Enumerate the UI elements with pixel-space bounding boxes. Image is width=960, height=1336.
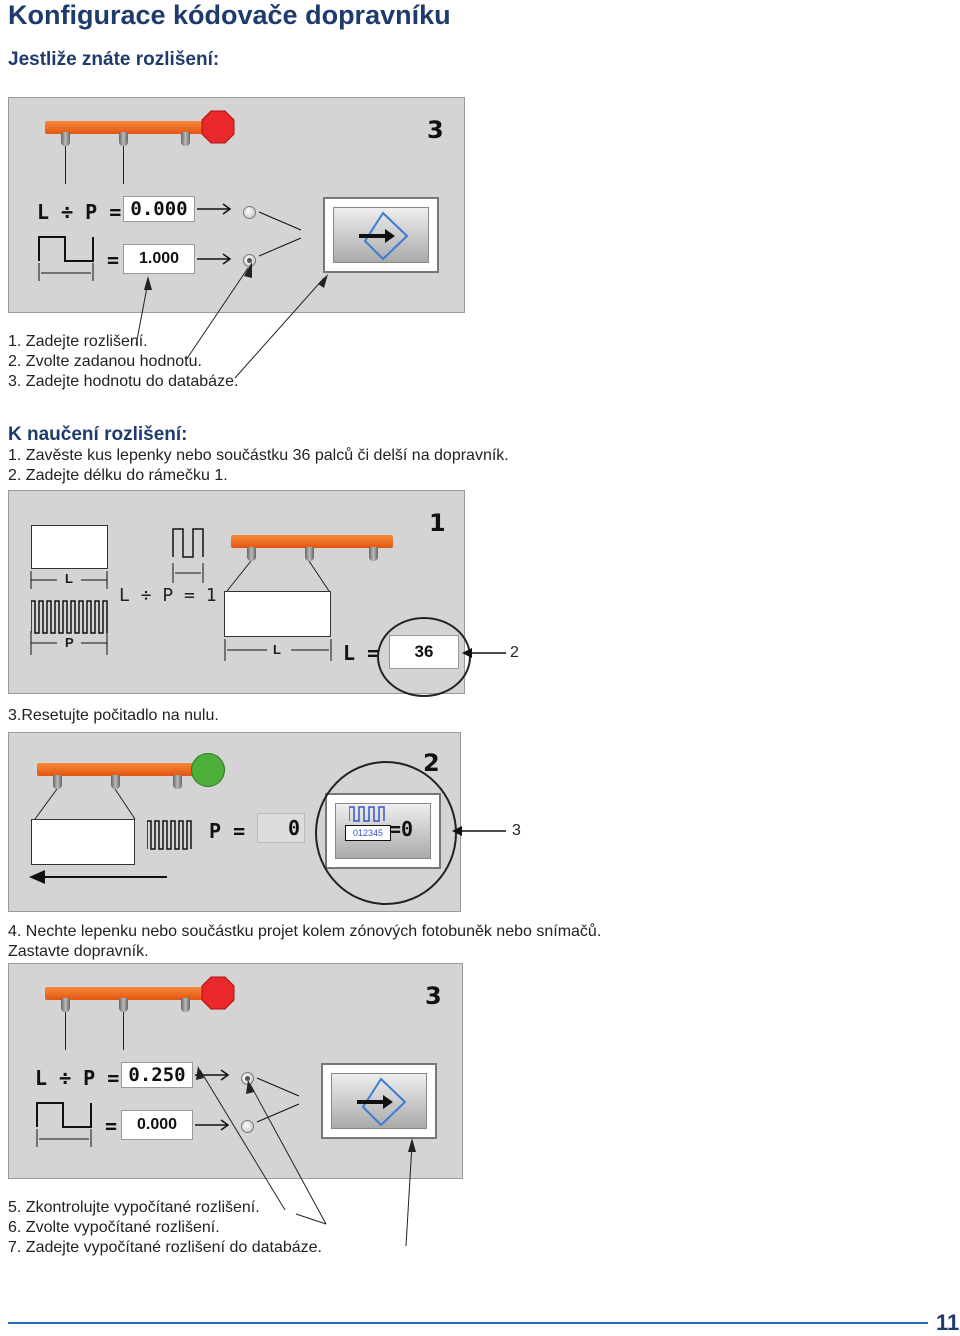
- resolution-input[interactable]: 0.000: [121, 1110, 193, 1140]
- step-pointer-lines: [135, 262, 328, 379]
- sensor-icon: [61, 998, 70, 1012]
- run-step: 4. Nechte lepenku nebo součástku projet …: [8, 923, 602, 940]
- resolution-input[interactable]: 1.000: [123, 244, 195, 274]
- radio-entered-value[interactable]: [241, 1120, 254, 1133]
- hanging-strings: [34, 789, 136, 819]
- arrow-right-icon: [197, 203, 232, 215]
- sensor-icon: [111, 775, 120, 789]
- radio-ratio[interactable]: [243, 206, 256, 219]
- length-formula: L =: [343, 641, 380, 665]
- sensor-icon: [247, 547, 256, 561]
- panel-computed-resolution: 3 L ÷ P = 0.250 = 0.000: [8, 963, 463, 1179]
- pulse-formula: P =: [209, 819, 246, 843]
- equals-sign: =: [105, 1114, 118, 1138]
- computed-ratio-field: 0.250: [121, 1062, 193, 1088]
- radio-pointer-arrows: [258, 211, 302, 257]
- panel-number: 2: [423, 749, 440, 777]
- hanging-package: [31, 819, 135, 865]
- radio-ratio[interactable]: [241, 1072, 254, 1085]
- conveyor-bar: [45, 987, 207, 1000]
- footer-rule: [8, 1322, 928, 1324]
- panel-number: 1: [429, 509, 446, 537]
- sensor-icon: [369, 547, 378, 561]
- ratio-formula-one: L ÷ P = 1: [119, 585, 217, 606]
- sensor-beam: [65, 1012, 66, 1050]
- go-light-icon: [191, 753, 225, 787]
- sensor-beam: [123, 1012, 124, 1050]
- ratio-field: 0.000: [123, 196, 195, 222]
- step-3: 3. Zadejte hodnotu do databáze.: [8, 373, 239, 390]
- single-pulse-icon: [172, 528, 204, 583]
- pulse-train-icon: [147, 820, 192, 850]
- reset-step: 3.Resetujte počitadlo na nulu.: [8, 707, 219, 724]
- section-heading-known-resolution: Jestliže znáte rozlišení:: [8, 49, 220, 70]
- sensor-icon: [181, 998, 190, 1012]
- ratio-formula: L ÷ P =: [35, 1066, 120, 1090]
- highlight-circle: [315, 761, 457, 905]
- page-title: Konfigurace kódovače dopravníku: [8, 0, 451, 30]
- conveyor-bar: [231, 535, 393, 548]
- sensor-icon: [53, 775, 62, 789]
- sensor-icon: [119, 998, 128, 1012]
- arrow-right-icon: [195, 1119, 230, 1131]
- run-step-stop: Zastavte dopravník.: [8, 943, 149, 960]
- length-dimension: [30, 571, 108, 589]
- arrow-right-icon: [197, 253, 232, 265]
- label-L: L: [65, 571, 73, 586]
- package-length-dimension: [224, 639, 332, 661]
- learn-step-2: 2. Zadejte délku do rámečku 1.: [8, 467, 228, 484]
- page-number: 11: [936, 1310, 960, 1335]
- stop-sign-icon: [201, 976, 235, 1010]
- step-2: 2. Zvolte zadanou hodnotu.: [8, 353, 202, 370]
- enter-button[interactable]: [321, 1063, 437, 1139]
- hanging-package: [224, 591, 331, 637]
- panel-number: 3: [425, 982, 442, 1010]
- learn-step-1: 1. Zavěste kus lepenky nebo součástku 36…: [8, 447, 509, 464]
- panel-enter-length: 1 L P L ÷ P = 1 L L = 36: [8, 490, 471, 697]
- callout-arrow: [452, 826, 506, 836]
- sensor-icon: [119, 132, 128, 146]
- highlight-circle: [377, 617, 471, 697]
- pulse-dimension: [30, 631, 108, 655]
- panel-reset-counter: 2 P = 0 012345 =0: [8, 732, 461, 912]
- sensor-icon: [305, 547, 314, 561]
- package-label-L: L: [273, 642, 281, 657]
- panel-enter-resolution: 3 L ÷ P = 0.000 = 1.000: [8, 97, 465, 313]
- panel-number: 3: [427, 116, 444, 144]
- travel-arrow-left-icon: [29, 870, 167, 884]
- conveyor-bar: [45, 121, 207, 134]
- length-diagram-box: [31, 525, 108, 569]
- pulse-length-icon: [38, 236, 94, 281]
- sensor-icon: [61, 132, 70, 146]
- step-pointer-lines: [196, 1066, 416, 1247]
- sensor-beam: [123, 146, 124, 184]
- step-1: 1. Zadejte rozlišení.: [8, 333, 148, 350]
- callout-arrow: [462, 648, 506, 658]
- radio-pointer-arrows: [256, 1077, 300, 1123]
- label-P: P: [65, 635, 74, 650]
- stop-sign-icon: [201, 110, 235, 144]
- verify-step-5: 5. Zkontrolujte vypočítané rozlišení.: [8, 1199, 260, 1216]
- sensor-icon: [173, 775, 182, 789]
- hanging-strings: [226, 561, 330, 591]
- callout-3: 3: [512, 822, 521, 839]
- verify-step-7: 7. Zadejte vypočítané rozlišení do datab…: [8, 1239, 322, 1256]
- equals-sign: =: [107, 248, 120, 272]
- verify-step-6: 6. Zvolte vypočítané rozlišení.: [8, 1219, 220, 1236]
- pulse-length-icon: [36, 1102, 92, 1147]
- conveyor-bar: [37, 763, 199, 776]
- sensor-beam: [65, 146, 66, 184]
- enter-button[interactable]: [323, 197, 439, 273]
- sensor-icon: [181, 132, 190, 146]
- enter-icon: [357, 1077, 407, 1127]
- enter-icon: [359, 211, 409, 261]
- pulse-train-icon: [31, 600, 108, 634]
- callout-2: 2: [510, 644, 519, 661]
- ratio-formula: L ÷ P =: [37, 200, 122, 224]
- pulse-count-field: 0: [257, 813, 305, 843]
- section-heading-learn-resolution: K naučení rozlišení:: [8, 424, 188, 445]
